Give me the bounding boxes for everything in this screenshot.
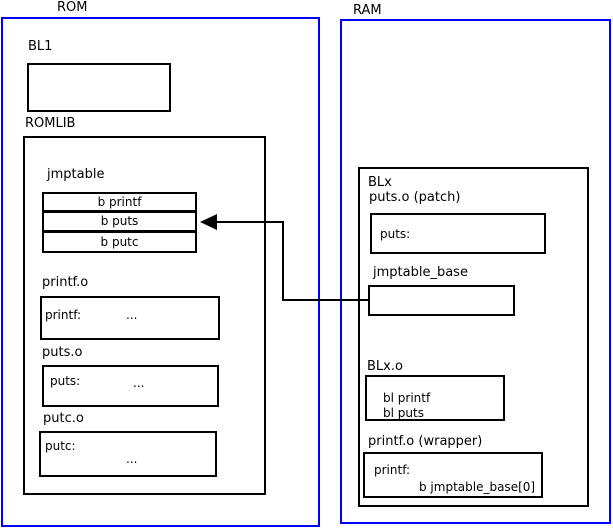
puts-patch-label: puts.o (patch) <box>369 190 461 205</box>
blx-o-instruction-printf: bl printf <box>383 391 431 405</box>
blx-o-box: bl printf bl puts <box>365 375 505 421</box>
puts-o-box: puts: ... <box>42 365 219 407</box>
puts-o-label: puts.o <box>42 345 83 360</box>
blx-o-instruction-puts: bl puts <box>383 406 424 420</box>
blx-o-label: BLx.o <box>367 359 403 374</box>
printf-ellipsis: ... <box>126 308 138 322</box>
romlib-label: ROMLIB <box>25 116 76 131</box>
printf-symbol: printf: <box>45 308 82 322</box>
jmptable-entry-putc: b putc <box>42 231 197 253</box>
jmptable-entry-puts: b puts <box>42 211 197 232</box>
bl1-box <box>27 63 171 112</box>
jmptable-base-label: jmptable_base <box>373 265 468 280</box>
printf-wrapper-symbol: printf: <box>374 463 411 477</box>
putc-o-label: putc.o <box>43 411 84 426</box>
puts-symbol: puts: <box>50 374 81 388</box>
printf-wrapper-box: printf: b jmptable_base[0] <box>363 452 543 498</box>
putc-o-box: putc: ... <box>39 431 217 477</box>
putc-ellipsis: ... <box>126 452 138 466</box>
puts-ellipsis: ... <box>133 376 145 390</box>
puts-patch-box: puts: <box>370 213 546 254</box>
putc-symbol: putc: <box>45 439 76 453</box>
rom-title: ROM <box>57 0 88 15</box>
ram-title: RAM <box>353 3 382 18</box>
puts-patch-symbol: puts: <box>380 227 411 241</box>
printf-o-label: printf.o <box>42 275 89 290</box>
bl1-label: BL1 <box>28 39 53 54</box>
jmptable-entry-printf: b printf <box>42 192 197 212</box>
printf-wrapper-label: printf.o (wrapper) <box>368 434 483 449</box>
jmptable-base-box <box>368 285 515 316</box>
printf-o-box: printf: ... <box>40 296 220 340</box>
printf-wrapper-instruction: b jmptable_base[0] <box>419 480 536 494</box>
jmptable-label: jmptable <box>47 167 105 182</box>
blx-label: BLx <box>368 175 392 190</box>
